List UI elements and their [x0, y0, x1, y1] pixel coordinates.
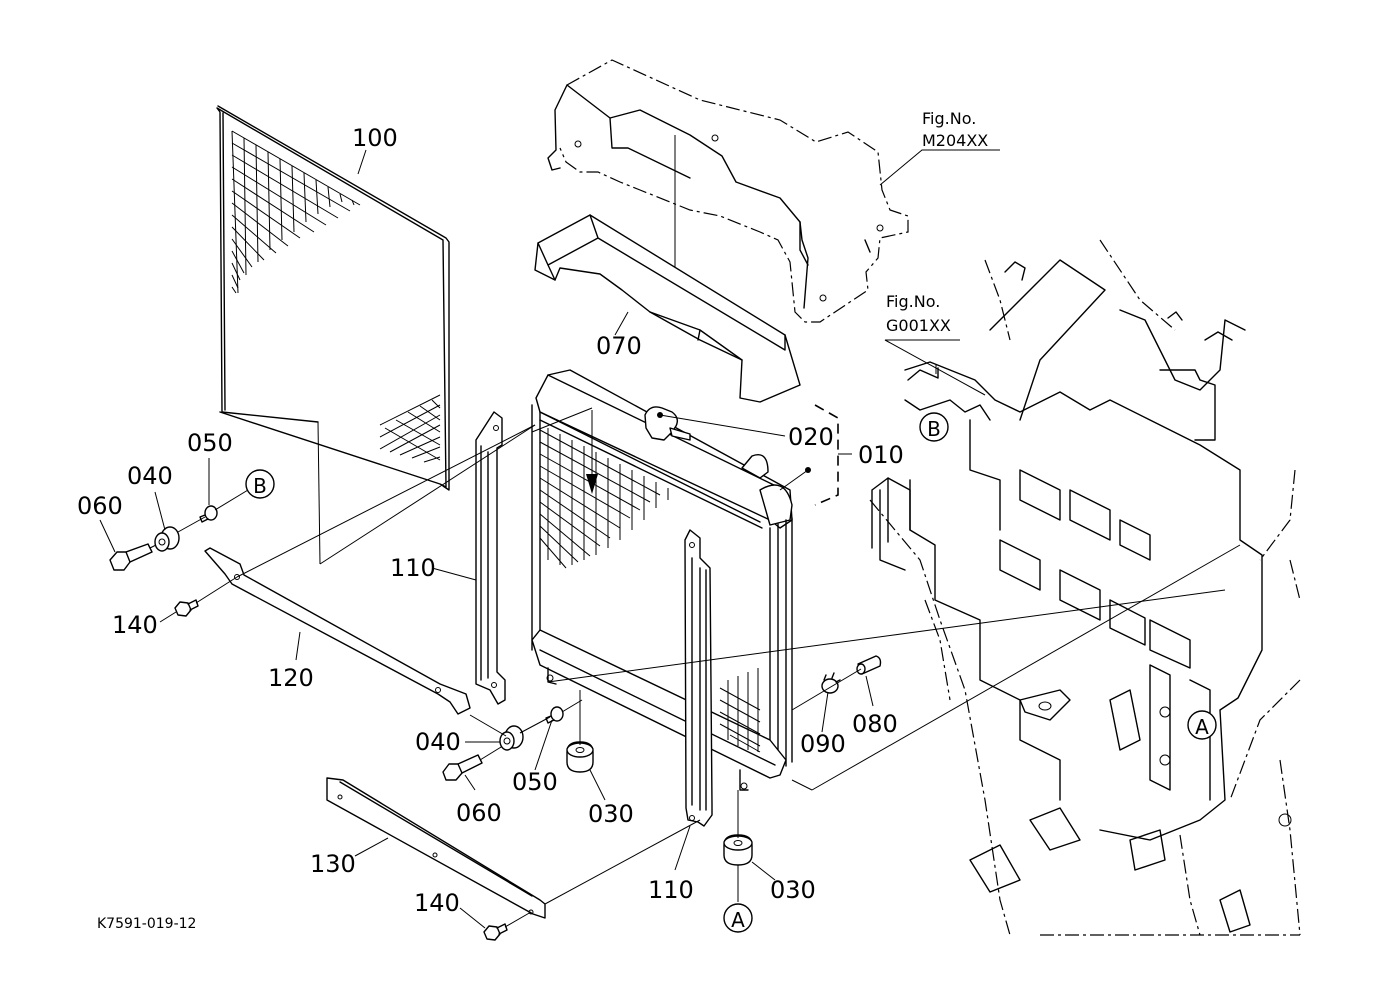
leader-frame: [791, 779, 813, 791]
callout-030-b[interactable]: 030: [770, 876, 816, 904]
callout-100[interactable]: 100: [352, 124, 398, 152]
callout-110-left[interactable]: 110: [390, 554, 436, 582]
marker-a-frame-text: A: [1195, 715, 1209, 739]
leader-lines: [99, 149, 1000, 929]
part-070-shroud-seal[interactable]: [534, 214, 801, 403]
callout-020[interactable]: 020: [788, 423, 834, 451]
part-110-guide-right[interactable]: [684, 529, 713, 827]
callout-030-a[interactable]: 030: [588, 800, 634, 828]
screen-mesh: [231, 130, 441, 463]
part-040-cushion-lower[interactable]: [469, 714, 524, 751]
marker-b-frame-text: B: [927, 417, 941, 441]
callout-labels: 100 070 020 010 050 040 060 140 120 110 …: [77, 124, 904, 917]
part-020-radiator-cap[interactable]: [644, 406, 786, 441]
part-100-screen[interactable]: [216, 105, 450, 565]
callout-140-stay[interactable]: 140: [112, 611, 158, 639]
callout-060-upper[interactable]: 060: [77, 492, 123, 520]
marker-b-frame[interactable]: B: [919, 412, 949, 442]
callout-050-upper[interactable]: 050: [187, 429, 233, 457]
frame-reference-g001xx: [869, 239, 1301, 936]
leader-hose: [791, 668, 862, 711]
callout-110-right[interactable]: 110: [648, 876, 694, 904]
callout-010[interactable]: 010: [858, 441, 904, 469]
marker-a-frame[interactable]: A: [1187, 710, 1217, 740]
part-030-cushion-b[interactable]: [723, 790, 753, 902]
part-050-collar-lower[interactable]: [519, 699, 583, 734]
figure-ref-g001xx-prefix: Fig.No.: [886, 292, 940, 311]
drawing-code: K7591-019-12: [97, 916, 196, 932]
marker-b-left[interactable]: B: [245, 469, 275, 499]
part-080-plug[interactable]: [856, 655, 882, 675]
figure-ref-g001xx[interactable]: Fig.No. G001XX: [886, 292, 951, 335]
part-050-collar-upper[interactable]: [177, 489, 249, 533]
callout-060-lower[interactable]: 060: [456, 799, 502, 827]
part-060-bolt-lower[interactable]: [442, 743, 507, 781]
part-120-stay[interactable]: [204, 424, 536, 715]
callout-050-lower[interactable]: 050: [512, 768, 558, 796]
callout-080[interactable]: 080: [852, 710, 898, 738]
figure-ref-m204xx-number: M204XX: [922, 131, 988, 150]
callout-120[interactable]: 120: [268, 664, 314, 692]
figure-ref-g001xx-number: G001XX: [886, 316, 951, 335]
callout-130[interactable]: 130: [310, 850, 356, 878]
callout-040-upper[interactable]: 040: [127, 462, 173, 490]
upper-shroud-reference: [547, 59, 909, 323]
part-040-cushion-upper[interactable]: [154, 526, 180, 552]
marker-a-bottom[interactable]: A: [723, 903, 753, 933]
part-060-bolt-upper[interactable]: [109, 541, 163, 571]
part-010-radiator[interactable]: [531, 369, 811, 791]
radiator-core-mesh: [539, 428, 761, 753]
marker-a-bottom-text: A: [731, 908, 745, 932]
part-110-guide-left[interactable]: [475, 411, 506, 705]
part-130-lower-plate[interactable]: [326, 777, 701, 919]
callout-140-plate[interactable]: 140: [414, 889, 460, 917]
marker-b-left-text: B: [253, 474, 267, 498]
figure-ref-m204xx[interactable]: Fig.No. M204XX: [922, 109, 988, 150]
part-030-cushion-a[interactable]: [566, 690, 594, 773]
callout-070[interactable]: 070: [596, 332, 642, 360]
part-140-bolt-stay[interactable]: [174, 576, 238, 617]
callout-040-lower[interactable]: 040: [415, 728, 461, 756]
figure-ref-m204xx-prefix: Fig.No.: [922, 109, 976, 128]
group-bracket-010: [814, 404, 852, 506]
leader-bracket: [547, 589, 1226, 683]
leader-frame-2: [811, 544, 1241, 791]
part-140-bolt-plate[interactable]: [483, 911, 532, 941]
callout-090[interactable]: 090: [800, 730, 846, 758]
